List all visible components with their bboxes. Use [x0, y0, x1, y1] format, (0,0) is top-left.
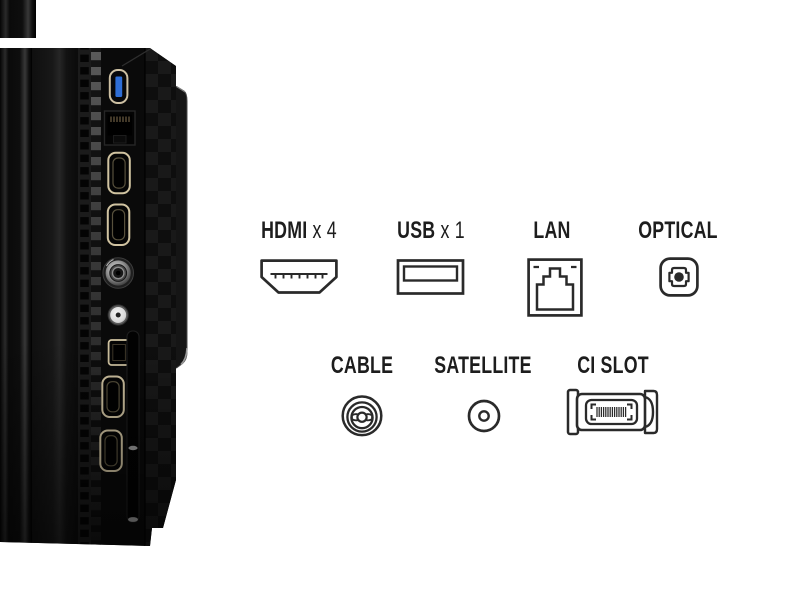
ci-slot-connector-icon — [566, 388, 659, 436]
satellite-label: SATELLITE — [417, 354, 549, 378]
connector-name: OPTICAL — [638, 217, 718, 244]
hdmi-port — [107, 151, 131, 195]
connector-name: USB — [397, 217, 436, 244]
optical-connector-icon — [659, 257, 699, 297]
ci-slot-label: CI SLOT — [565, 354, 662, 378]
connector-name: CI SLOT — [577, 352, 649, 379]
usb-port — [108, 69, 129, 104]
lan-port — [103, 110, 136, 146]
side-bracket — [176, 85, 188, 369]
lan-connector-icon — [527, 258, 583, 317]
connector-count: x 1 — [440, 217, 465, 244]
connector-count: x 4 — [312, 217, 337, 244]
connector-name: CABLE — [330, 352, 394, 379]
optical-label: OPTICAL — [624, 219, 731, 243]
cable-connector-icon — [341, 395, 383, 437]
connector-name: LAN — [533, 217, 571, 244]
cable-label: CABLE — [320, 354, 404, 378]
satellite-port — [107, 304, 129, 326]
satellite-connector-icon — [467, 399, 501, 433]
connector-name: SATELLITE — [434, 352, 532, 379]
connector-name: HDMI — [261, 217, 308, 244]
tv-side-panel-photo — [0, 0, 188, 546]
usb-connector-icon — [396, 259, 465, 295]
hdmi-port — [106, 203, 131, 246]
lan-label: LAN — [527, 219, 577, 243]
hdmi-connector-icon — [260, 259, 338, 294]
antenna-cable-port — [102, 257, 134, 289]
tv-top-edge — [0, 0, 36, 38]
